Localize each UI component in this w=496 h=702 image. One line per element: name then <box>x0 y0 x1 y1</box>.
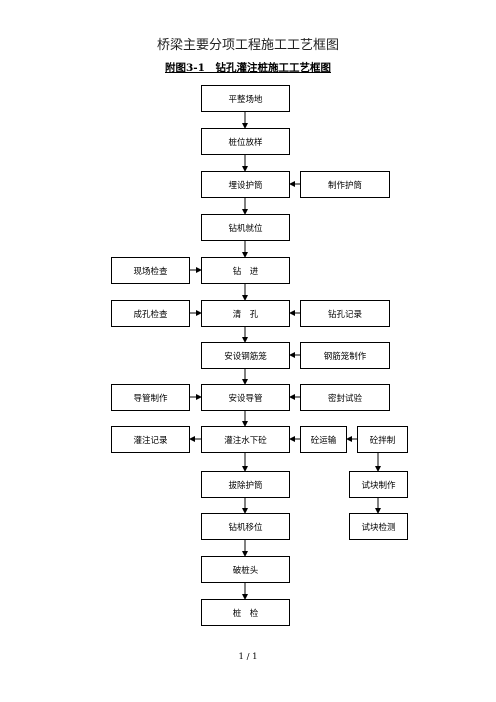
step-box: 钻机移位 <box>201 513 290 540</box>
document-title: 桥梁主要分项工程施工工艺框图 <box>156 38 339 53</box>
left-input-box: 灌注记录 <box>111 426 190 453</box>
left-input-box: 导管制作 <box>111 384 190 411</box>
step-box: 拔除护筒 <box>201 471 290 498</box>
right-input-box: 试块制作 <box>349 471 408 498</box>
right-input-box: 砼拌制 <box>357 426 408 453</box>
step-box: 钻机就位 <box>201 214 290 241</box>
left-input-box: 现场检查 <box>111 257 190 284</box>
step-box: 清 孔 <box>201 300 290 327</box>
right-input-box: 试块检测 <box>349 513 408 540</box>
step-box: 钻 进 <box>201 257 290 284</box>
step-box: 埋设护筒 <box>201 171 290 198</box>
right-input-box: 密封试验 <box>300 384 390 411</box>
step-box: 安设钢筋笼 <box>201 342 290 369</box>
step-box: 破桩头 <box>201 556 290 583</box>
right-input-box: 砼运输 <box>300 426 347 453</box>
right-input-box: 钻孔记录 <box>300 300 390 327</box>
step-box: 安设导管 <box>201 384 290 411</box>
right-input-box: 制作护筒 <box>300 171 390 198</box>
left-input-box: 成孔检查 <box>111 300 190 327</box>
step-box: 灌注水下砼 <box>201 426 290 453</box>
page-number: 1 / 1 <box>238 652 258 662</box>
right-input-box: 钢筋笼制作 <box>300 342 390 369</box>
step-box: 平整场地 <box>201 85 290 112</box>
step-box: 桩 检 <box>201 599 290 626</box>
figure-title: 附图3-1 钻孔灌注桩施工工艺框图 <box>165 62 331 74</box>
step-box: 桩位放样 <box>201 128 290 155</box>
